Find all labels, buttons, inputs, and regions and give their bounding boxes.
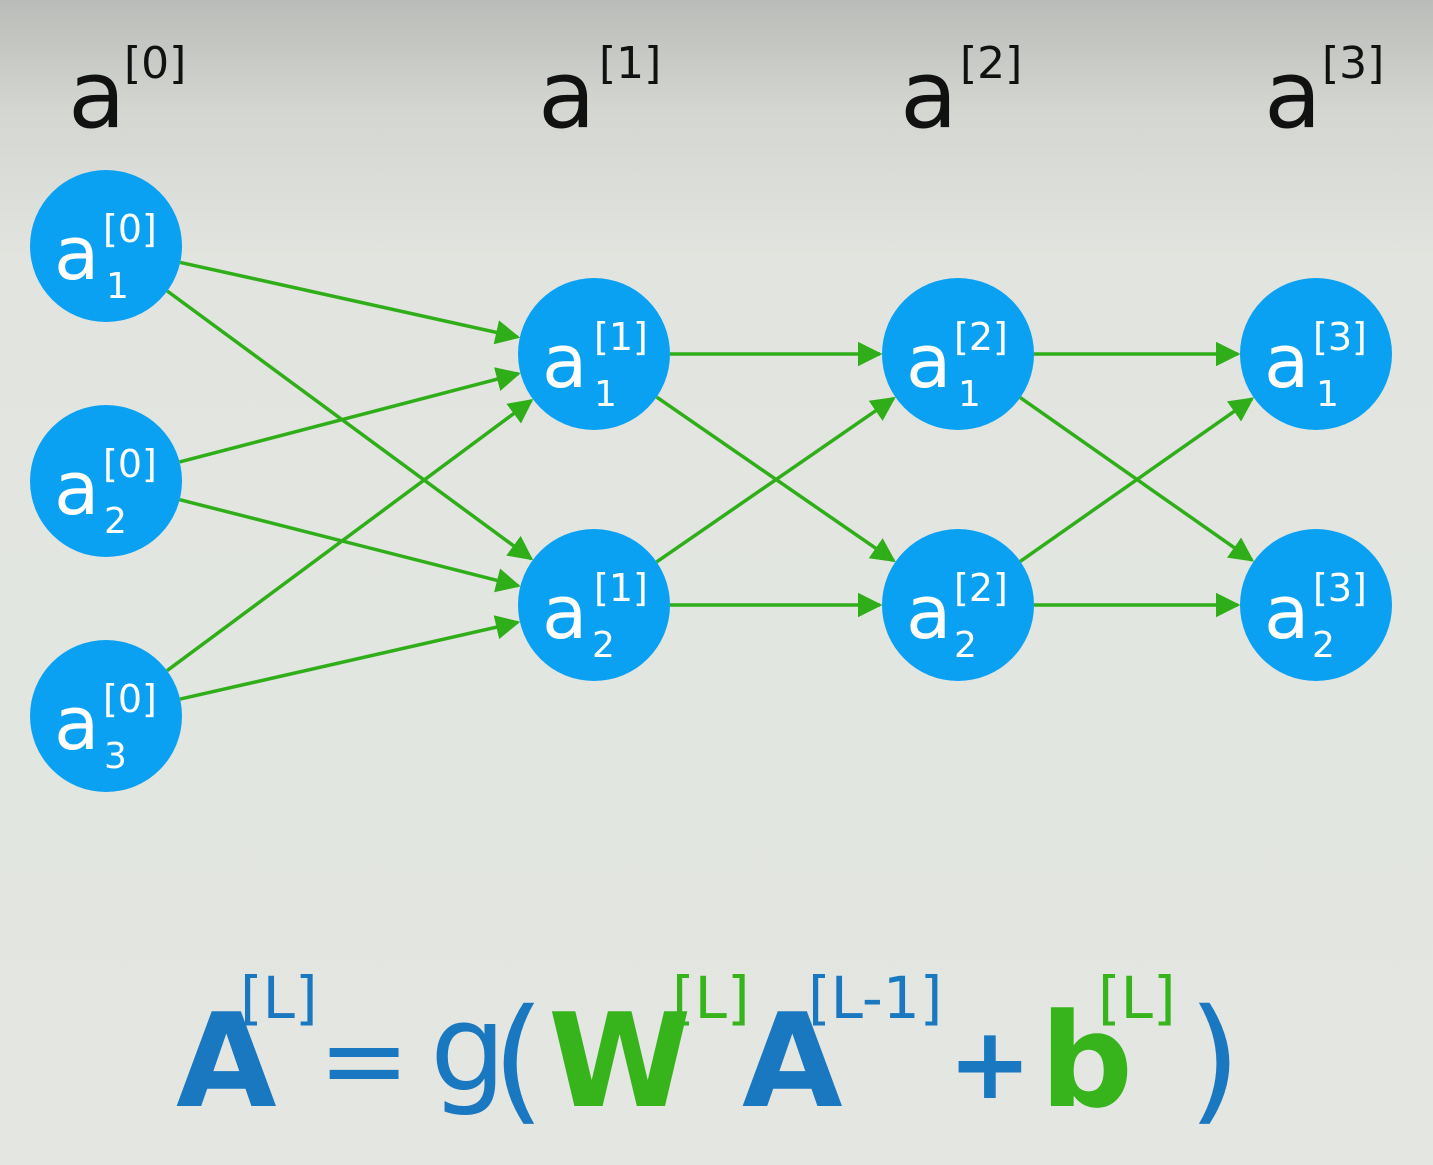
edge-n12-n21: [655, 396, 896, 564]
layer-header-1-sup: [1]: [599, 38, 661, 89]
layer-header-2-base: a: [900, 41, 958, 150]
node-a2-1-base: a: [906, 319, 951, 405]
node-a1-2-sup: [1]: [594, 566, 648, 610]
layer-header-2-sup: [2]: [960, 38, 1022, 89]
node-a0-2-sub: 2: [104, 501, 127, 542]
formula-equals: =: [318, 996, 410, 1124]
layer-header-1-base: a: [538, 41, 596, 150]
layer-header-1: a [1]: [538, 38, 661, 150]
formula-b: b: [1040, 985, 1133, 1137]
nodes: a [0] 1 a [0] 2 a [0] 3 a [1] 1 a [1] 2: [30, 170, 1392, 792]
edge-n02-n11: [179, 367, 521, 464]
node-a3-2-sub: 2: [1312, 625, 1335, 666]
node-a0-3-base: a: [54, 681, 99, 767]
node-a0-3: a [0] 3: [30, 640, 182, 792]
layer-header-0-sup: [0]: [124, 38, 186, 89]
formula-W-sup: [L]: [672, 964, 750, 1032]
layer-header-3-sup: [3]: [1322, 38, 1384, 89]
node-a0-1-base: a: [54, 211, 99, 297]
edge-n01-n12: [166, 289, 534, 561]
node-a3-2: a [3] 2: [1240, 529, 1392, 681]
node-a3-2-circle: [1240, 529, 1392, 681]
layer-header-3: a [3]: [1264, 38, 1384, 150]
node-a1-1-circle: [518, 278, 670, 430]
node-a2-1-sup: [2]: [954, 315, 1008, 359]
node-a2-2-sub: 2: [954, 625, 977, 666]
formula-g: g: [430, 980, 506, 1119]
edges: [165, 260, 1255, 701]
edge-n22-n31: [1019, 397, 1255, 563]
formula-A-prev-sup: [L-1]: [808, 964, 942, 1032]
node-a3-2-base: a: [1264, 570, 1309, 656]
layer-header-0-base: a: [68, 41, 126, 150]
layer-header-2: a [2]: [900, 38, 1022, 150]
formula-rparen: ): [1188, 981, 1241, 1139]
node-a0-3-circle: [30, 640, 182, 792]
node-a2-1-sub: 1: [958, 374, 981, 415]
node-a3-1-sup: [3]: [1313, 315, 1367, 359]
node-a2-2-base: a: [906, 570, 951, 656]
node-a2-2: a [2] 2: [882, 529, 1034, 681]
node-a2-2-sup: [2]: [954, 566, 1008, 610]
node-a1-2-base: a: [542, 570, 587, 656]
node-a2-2-circle: [882, 529, 1034, 681]
node-a0-3-sub: 3: [104, 736, 127, 777]
node-a0-1-sub: 1: [106, 266, 129, 307]
node-a3-1: a [3] 1: [1240, 278, 1392, 430]
node-a1-1-base: a: [542, 319, 587, 405]
node-a3-1-sub: 1: [1316, 374, 1339, 415]
formula-A: A: [176, 985, 277, 1137]
formula-b-sup: [L]: [1098, 964, 1176, 1032]
node-a3-1-circle: [1240, 278, 1392, 430]
node-a1-2-circle: [518, 529, 670, 681]
node-a2-1: a [2] 1: [882, 278, 1034, 430]
node-a2-1-circle: [882, 278, 1034, 430]
formula-A-sup: [L]: [240, 964, 318, 1032]
layer-header-0: a [0]: [68, 38, 186, 150]
formula-lparen: (: [492, 981, 545, 1139]
node-a0-1-sup: [0]: [103, 207, 157, 251]
node-a0-2-sup: [0]: [103, 442, 157, 486]
formula-A-prev: A: [742, 985, 843, 1137]
node-a0-2: a [0] 2: [30, 405, 182, 557]
node-a0-1-circle: [30, 170, 182, 322]
node-a1-2-sub: 2: [592, 625, 615, 666]
node-a0-1: a [0] 1: [30, 170, 182, 322]
node-a1-1-sup: [1]: [594, 315, 648, 359]
edge-n03-n12: [179, 615, 521, 701]
node-a0-2-base: a: [54, 446, 99, 532]
edge-n01-n11: [179, 260, 521, 345]
layer-headers: a [0] a [1] a [2] a [3]: [68, 38, 1384, 150]
node-a0-3-sup: [0]: [103, 677, 157, 721]
node-a3-1-base: a: [1264, 319, 1309, 405]
node-a1-1-sub: 1: [594, 374, 617, 415]
formula-W: W: [548, 985, 691, 1137]
node-a0-2-circle: [30, 405, 182, 557]
node-a3-2-sup: [3]: [1313, 566, 1367, 610]
layer-header-3-base: a: [1264, 41, 1322, 150]
formula: A [L] = g ( W [L] A [L-1] + b [L] ): [176, 964, 1241, 1139]
node-a1-2: a [1] 2: [518, 529, 670, 681]
edge-n03-n11: [165, 399, 534, 673]
node-a1-1: a [1] 1: [518, 278, 670, 430]
formula-plus: +: [948, 1005, 1032, 1122]
edge-n02-n12: [179, 498, 521, 593]
